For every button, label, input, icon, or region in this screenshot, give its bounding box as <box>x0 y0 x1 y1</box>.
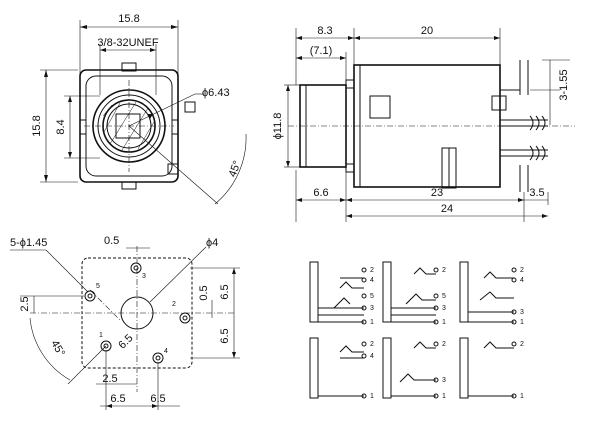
pcb-horizontal-left-label: 6.5 <box>110 393 125 405</box>
svg-text:3: 3 <box>370 305 374 312</box>
pcb-right-offset-label: 0.5 <box>198 285 210 300</box>
schematic-1: 2 4 5 3 1 <box>309 261 374 326</box>
svg-text:4: 4 <box>520 277 524 284</box>
svg-text:5: 5 <box>442 293 446 300</box>
svg-text:1: 1 <box>442 393 446 400</box>
front-hole-diameter-label: ϕ6.43 <box>202 87 230 99</box>
svg-text:1: 1 <box>520 319 524 326</box>
pcb-diagonal-label: 6.5 <box>116 332 135 351</box>
pcb-angle-label: 45° <box>48 338 67 358</box>
svg-text:3: 3 <box>442 377 446 384</box>
front-width-label: 15.8 <box>118 13 139 25</box>
front-angle-label: 45° <box>227 159 244 179</box>
svg-text:2: 2 <box>520 341 524 348</box>
svg-text:2: 2 <box>442 341 446 348</box>
pcb-vertical-upper-label: 6.5 <box>219 284 231 299</box>
schematic-4: 2 4 1 <box>309 337 374 400</box>
svg-text:4: 4 <box>164 348 168 355</box>
side-overall-body-label: 23 <box>431 187 443 199</box>
pcb-vertical-lower-label: 6.5 <box>219 328 231 343</box>
pcb-horizontal-right-label: 6.5 <box>150 393 165 405</box>
side-terminal-offset-label: 3.5 <box>529 187 544 199</box>
svg-text:5: 5 <box>96 283 100 290</box>
svg-text:2: 2 <box>370 341 374 348</box>
svg-text:1: 1 <box>370 319 374 326</box>
front-height-label: 15.8 <box>31 115 43 136</box>
schematic-5: 2 3 1 <box>382 337 446 400</box>
schematic-2: 2 5 3 1 <box>382 261 446 326</box>
svg-text:3: 3 <box>442 305 446 312</box>
svg-text:1: 1 <box>99 332 103 339</box>
side-terminal-pitch-label: 3-1.55 <box>558 69 570 100</box>
pcb-pin-holes-label: 5-ϕ1.45 <box>10 237 47 249</box>
side-bushing-length-label: 8.3 <box>317 25 332 37</box>
svg-text:3: 3 <box>520 309 524 316</box>
svg-text:2: 2 <box>172 301 176 308</box>
svg-text:1: 1 <box>442 319 446 326</box>
svg-text:5: 5 <box>370 293 374 300</box>
side-overall-length-label: 24 <box>441 203 453 215</box>
pcb-pin-3: 3 <box>130 262 146 280</box>
schematic-3: 2 4 3 1 <box>459 261 524 326</box>
schematics: 2 4 5 3 1 2 5 3 1 2 4 3 1 <box>309 261 524 400</box>
pcb-left-offset-label: 2.5 <box>19 296 31 311</box>
side-thread-length-label: (7.1) <box>310 45 333 57</box>
pcb-pin-2: 2 <box>172 301 191 324</box>
svg-text:3: 3 <box>142 273 146 280</box>
pcb-top-offset-label: 0.5 <box>104 235 119 247</box>
front-view: 15.8 3/8-32UNEF 15.8 8.4 <box>31 13 247 205</box>
svg-text:2: 2 <box>370 267 374 274</box>
svg-text:4: 4 <box>370 277 374 284</box>
side-flange-label: 6.6 <box>313 187 328 199</box>
svg-text:1: 1 <box>520 393 524 400</box>
pcb-big-hole-label: ϕ4 <box>206 237 218 249</box>
side-view: 8.3 20 (7.1) <box>272 25 575 222</box>
pcb-layout: ϕ4 1 2 3 4 5 5-ϕ1.45 0.5 2.5 <box>10 235 240 410</box>
front-inner-height-label: 8.4 <box>55 119 67 134</box>
svg-text:2: 2 <box>442 267 446 274</box>
side-body-length-label: 20 <box>421 25 433 37</box>
pcb-pin-1: 1 <box>99 332 112 352</box>
front-thread-label: 3/8-32UNEF <box>97 37 158 49</box>
pcb-pin-5: 5 <box>84 283 100 302</box>
svg-text:1: 1 <box>370 393 374 400</box>
pcb-bottom-offset-label: 2.5 <box>102 373 117 385</box>
schematic-6: 2 1 <box>459 337 524 400</box>
side-bushing-diameter-label: ϕ11.8 <box>272 113 284 140</box>
pcb-pin-4: 4 <box>152 348 168 364</box>
svg-text:4: 4 <box>370 353 374 360</box>
svg-text:2: 2 <box>520 267 524 274</box>
